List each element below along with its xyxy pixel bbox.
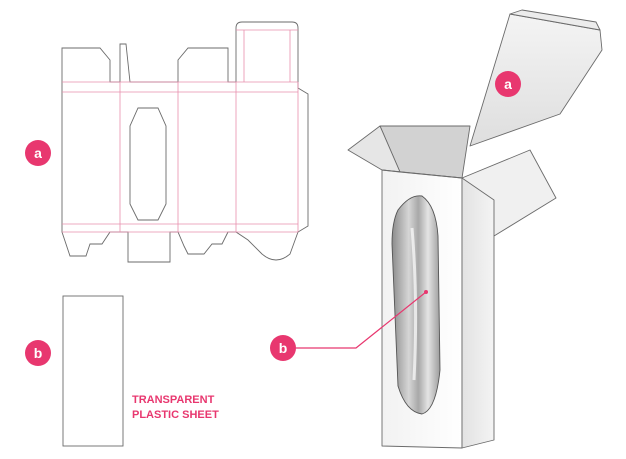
caption-line-2: PLASTIC SHEET bbox=[132, 409, 219, 421]
assembled-box bbox=[347, 9, 603, 449]
leader-dot bbox=[424, 290, 428, 294]
box-side-face bbox=[461, 177, 495, 449]
box-lid bbox=[469, 13, 603, 147]
flat-dieline bbox=[61, 21, 309, 263]
badge-b-left: b bbox=[25, 340, 51, 366]
badge-a-left-label: a bbox=[34, 145, 42, 161]
dieline-window bbox=[129, 107, 167, 221]
window-glare bbox=[410, 227, 418, 381]
badge-a-box-label: a bbox=[504, 76, 512, 92]
leader-line-b bbox=[296, 291, 427, 349]
plastic-sheet-outline bbox=[62, 295, 124, 447]
badge-a-box: a bbox=[495, 71, 521, 97]
fold-lines bbox=[62, 29, 299, 233]
dieline-outline bbox=[61, 21, 309, 263]
badge-b-box: b bbox=[270, 335, 296, 361]
box-lid-tuck bbox=[509, 9, 601, 31]
badge-b-left-label: b bbox=[34, 345, 43, 361]
badge-a-left: a bbox=[25, 140, 51, 166]
badge-b-box-label: b bbox=[279, 340, 288, 356]
caption-line-1: TRANSPARENT bbox=[132, 394, 215, 406]
